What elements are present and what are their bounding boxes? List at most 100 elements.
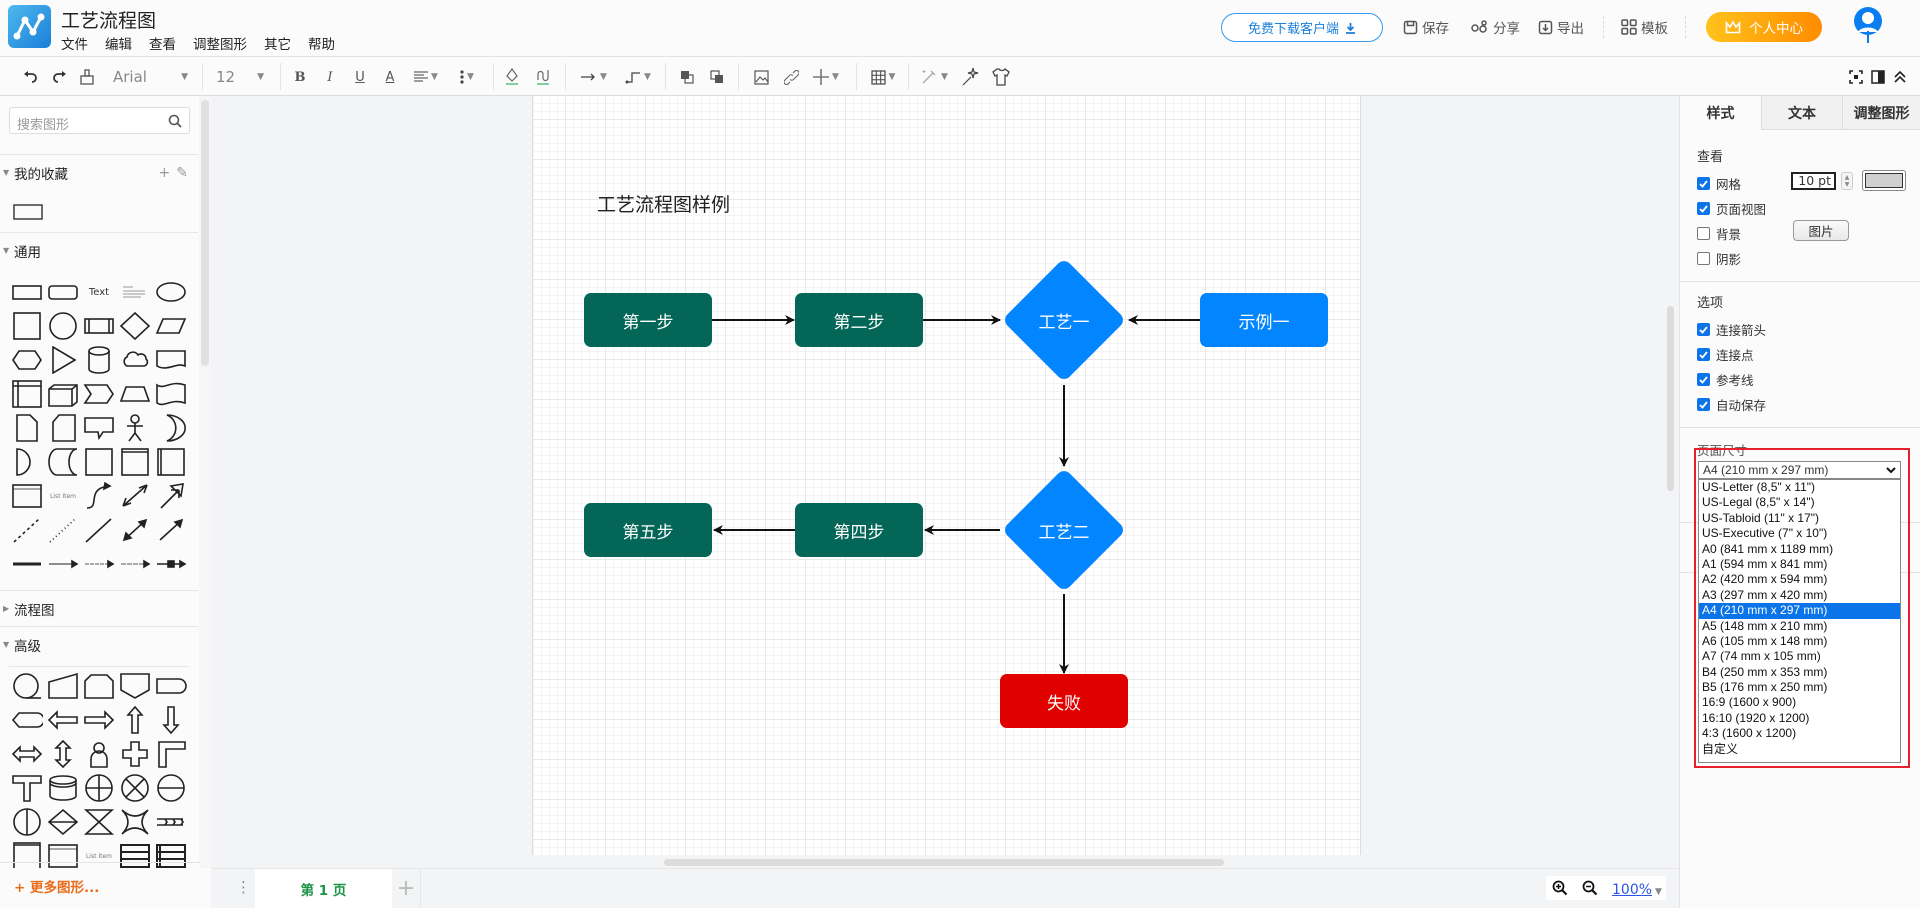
shape-arrow-icon[interactable]	[153, 479, 189, 513]
share-button[interactable]: 分享	[1471, 17, 1520, 37]
download-client-button[interactable]: 免费下载客户端	[1221, 13, 1383, 42]
shape-bidirectional-arrow-icon[interactable]	[117, 479, 153, 513]
collapse-toolbar-button[interactable]	[1892, 66, 1908, 88]
shape-bidirectional-connector-icon[interactable]	[117, 513, 153, 547]
export-button[interactable]: 导出	[1538, 17, 1584, 37]
font-color-button[interactable]: A	[383, 66, 397, 88]
connector-style-button[interactable]: ▼	[578, 66, 610, 88]
option-checkbox-3[interactable]: 自动保存	[1697, 395, 1766, 414]
node-step2[interactable]: 第二步	[795, 293, 923, 347]
node-process1[interactable]: 工艺一	[1001, 257, 1127, 383]
shape-terminator-icon[interactable]	[153, 669, 189, 703]
option-checkbox-0[interactable]: 连接箭头	[1697, 320, 1766, 339]
font-size-select[interactable]: 12▼	[216, 66, 264, 88]
page-size-option[interactable]: US-Legal (8,5" x 14")	[1702, 495, 1815, 510]
shape-step-icon[interactable]	[81, 377, 117, 411]
shape-arrow-line-icon[interactable]	[45, 547, 81, 581]
option-checkbox-2[interactable]: 参考线	[1697, 370, 1754, 389]
font-family-select[interactable]: Arial▼	[113, 66, 188, 88]
node-fail[interactable]: 失败	[1000, 674, 1128, 728]
page-size-option[interactable]: US-Tabloid (11" x 17")	[1702, 510, 1820, 525]
page-size-option[interactable]: 4:3 (1600 x 1200)	[1702, 726, 1797, 741]
shape-labeled-connector-icon[interactable]	[81, 547, 117, 581]
shape-vertical-double-arrow-icon[interactable]	[45, 737, 81, 771]
view-option-checkbox-3[interactable]: 阴影	[1697, 249, 1741, 268]
undo-button[interactable]	[21, 66, 39, 88]
shape-list-box-icon[interactable]	[45, 839, 81, 868]
more-shapes-button[interactable]: + 更多图形...	[14, 880, 100, 896]
shape-directional-connector-icon[interactable]	[153, 513, 189, 547]
shape-frame-icon[interactable]	[9, 839, 45, 868]
favorite-rectangle-shape[interactable]	[13, 204, 43, 224]
menu-view[interactable]: 查看	[149, 37, 176, 53]
fill-color-button[interactable]	[503, 66, 521, 88]
send-to-back-button[interactable]	[708, 66, 726, 88]
line-color-button[interactable]	[534, 66, 552, 88]
page-size-option[interactable]: US-Letter (8,5" x 11")	[1702, 480, 1816, 494]
shape-internal-storage-icon[interactable]	[9, 377, 45, 411]
checkbox-checked-icon[interactable]	[1697, 398, 1710, 411]
stepper-down-icon[interactable]: ▼	[1844, 181, 1850, 188]
shape-textbox-icon[interactable]	[117, 275, 153, 309]
shape-cross-icon[interactable]	[117, 737, 153, 771]
tab-text[interactable]: 文本	[1761, 96, 1842, 130]
shape-arrow-down-icon[interactable]	[153, 703, 189, 737]
shape-list-item-2-icon[interactable]: List Item	[81, 839, 117, 868]
shape-curved-arrow-icon[interactable]	[81, 479, 117, 513]
shape-parallelogram-icon[interactable]	[153, 309, 189, 343]
shape-note-icon[interactable]	[9, 411, 45, 445]
node-step5[interactable]: 第五步	[584, 503, 712, 557]
shape-list-item-icon[interactable]: List Item	[45, 479, 81, 513]
checkbox-checked-icon[interactable]	[1697, 177, 1710, 190]
menu-file[interactable]: 文件	[61, 37, 88, 53]
shirt-theme-button[interactable]	[990, 66, 1012, 88]
page-size-option[interactable]: A1 (594 mm x 841 mm)	[1702, 556, 1828, 571]
shape-diamond-icon[interactable]	[117, 309, 153, 343]
canvas-vertical-scrollbar[interactable]	[1667, 306, 1674, 491]
magic-wand-button[interactable]	[960, 66, 982, 88]
shape-thick-line-icon[interactable]	[9, 547, 45, 581]
sidebar-scrollbar[interactable]	[201, 100, 209, 366]
checkbox-checked-icon[interactable]	[1697, 373, 1710, 386]
page-size-select[interactable]: A4 (210 mm x 297 mm)	[1698, 461, 1901, 479]
shape-card-icon[interactable]	[45, 411, 81, 445]
edit-pencil-icon[interactable]: ✎	[176, 164, 188, 181]
page-size-option[interactable]: US-Executive (7" x 10")	[1702, 526, 1828, 541]
personal-center-button[interactable]: 个人中心	[1706, 12, 1822, 42]
checkbox-checked-icon[interactable]	[1697, 348, 1710, 361]
grid-size-stepper[interactable]: ▲▼	[1841, 172, 1853, 190]
node-step4[interactable]: 第四步	[795, 503, 923, 557]
shape-delay-icon[interactable]	[9, 445, 45, 479]
insert-image-button[interactable]	[752, 66, 770, 88]
shape-list-icon[interactable]	[9, 479, 45, 513]
align-button[interactable]: ▼	[410, 66, 442, 88]
shape-container-icon[interactable]	[117, 445, 153, 479]
format-painter-button[interactable]	[78, 66, 96, 88]
shape-rectangle-icon[interactable]	[9, 275, 45, 309]
shape-chevron-chain-icon[interactable]	[153, 805, 189, 839]
shape-connector-with-symbol-icon[interactable]	[153, 547, 189, 581]
node-step1[interactable]: 第一步	[584, 293, 712, 347]
canvas-horizontal-scrollbar[interactable]	[664, 859, 1224, 866]
bring-to-front-button[interactable]	[678, 66, 696, 88]
shape-sort-icon[interactable]	[45, 805, 81, 839]
shape-rounded-rectangle-icon[interactable]	[45, 275, 81, 309]
page-size-option[interactable]: A6 (105 mm x 148 mm)	[1702, 633, 1828, 648]
bold-button[interactable]: B	[293, 66, 307, 88]
shape-table-rows-icon[interactable]	[117, 839, 153, 868]
shape-user-icon[interactable]	[81, 737, 117, 771]
save-button[interactable]: 保存	[1403, 17, 1449, 37]
shape-table-rows-2-icon[interactable]	[153, 839, 189, 868]
page-size-option[interactable]: A7 (74 mm x 105 mm)	[1702, 649, 1821, 664]
shape-star4-icon[interactable]	[117, 805, 153, 839]
page-size-option[interactable]: B5 (176 mm x 250 mm)	[1702, 680, 1828, 695]
page-size-option[interactable]: A2 (420 mm x 594 mm)	[1702, 572, 1828, 587]
table-button[interactable]: ▼	[867, 66, 899, 88]
option-checkbox-1[interactable]: 连接点	[1697, 345, 1754, 364]
grid-size-input[interactable]: 10 pt	[1791, 172, 1836, 190]
shape-corner-icon[interactable]	[153, 737, 189, 771]
shape-tape-data-icon[interactable]	[9, 669, 45, 703]
redo-button[interactable]	[51, 66, 69, 88]
page-size-option[interactable]: A0 (841 mm x 1189 mm)	[1702, 541, 1834, 556]
diagram-page[interactable]	[532, 96, 1361, 855]
